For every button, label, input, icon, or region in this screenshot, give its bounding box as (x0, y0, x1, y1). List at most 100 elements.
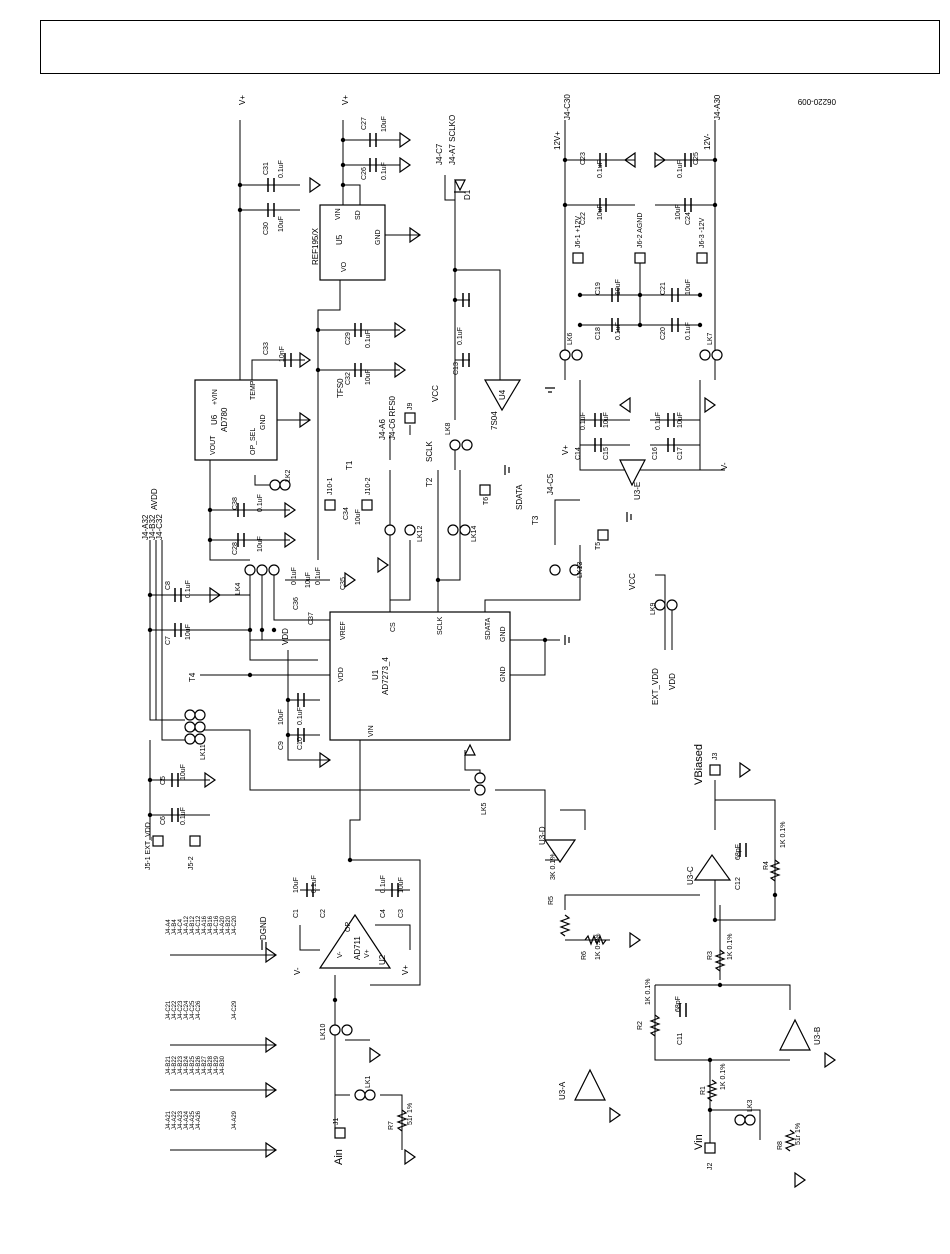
passive-ref: C8 (165, 581, 172, 590)
passive-ref: C38 (232, 497, 239, 510)
passive-ref: R8 (777, 1141, 784, 1150)
link-labels: LK1 LK2 LK3 LK4 LK5 LK6 LK7 LK8 LK9 LK10… (200, 332, 754, 1112)
connector-ref: J6-1 +12V (575, 216, 582, 248)
passive-ref: R7 (388, 1121, 395, 1130)
passive-value: 1K 0.1% (720, 1064, 727, 1090)
passive-ref: C21 (660, 282, 667, 295)
component-ref: D1 (463, 189, 472, 200)
edge-label: J4-A12 (184, 915, 190, 935)
net-label: J4-A7 SCLKO (448, 115, 457, 165)
pin-label: OP (345, 922, 352, 932)
edge-label: J4-B28 (208, 1055, 214, 1075)
passive-ref: C18 (595, 327, 602, 340)
passive-ref: C29 (345, 332, 352, 345)
edge-label: J4-A4 (166, 919, 172, 935)
pin-label: +VIN (212, 389, 219, 405)
passive-value: 0.1uF (580, 412, 587, 430)
passive-ref: C13 (453, 362, 460, 375)
net-label: TFS0 (336, 378, 345, 398)
net-label: J4-A30 (713, 94, 722, 120)
connector-ref: J5-2 (188, 856, 195, 870)
passive-value: 10uF (293, 877, 300, 893)
pin-label: SDATA (485, 617, 492, 640)
net-label: V+ (401, 965, 410, 975)
connector-ref: J10-2 (365, 477, 372, 495)
passive-value: 0.1uF (381, 162, 388, 180)
net-label: VBiased (693, 744, 705, 785)
passive-value: 10uF (597, 204, 604, 220)
passive-ref: R4 (763, 861, 770, 870)
edge-label: J4-B25 (190, 1055, 196, 1075)
net-label: J4-C32 (155, 514, 164, 540)
passive-ref: C6 (160, 816, 167, 825)
ad711-body (318, 913, 392, 969)
edge-label: J4-A26 (196, 1110, 202, 1130)
net-label: VDD (281, 628, 290, 645)
net-label: J4-A32 (141, 514, 150, 540)
net-label: V+ (341, 95, 350, 105)
passive-value: 1K 0.1% (780, 822, 787, 848)
passive-ref: C19 (595, 282, 602, 295)
net-label: AVDD (150, 488, 159, 510)
passive-value: 10nF (279, 346, 286, 362)
passive-ref: C31 (263, 162, 270, 175)
edge-label: J4-A23 (178, 1110, 184, 1130)
pin-label: GND (500, 626, 507, 642)
connector-pads (152, 252, 721, 1154)
component-part: REF195/X (311, 227, 320, 265)
link-ref: LK8 (445, 422, 452, 435)
connector-ref: J6-3 -12V (699, 217, 706, 248)
component-labels: U5 REF195/X U6 AD780 U1 AD7273_4 U2 AD71… (210, 189, 822, 1100)
component-ref: U3-D (538, 826, 547, 845)
passive-value: 10uF (278, 709, 285, 725)
passive-ref: C33 (263, 342, 270, 355)
net-label: EXT_VDD (651, 668, 660, 705)
passive-ref: C16 (652, 447, 659, 460)
edge-label: J4-B22 (172, 1055, 178, 1075)
edge-label: J4-B26 (196, 1055, 202, 1075)
ground-symbols (204, 131, 837, 1189)
passive-ref: C27 (361, 117, 368, 130)
edge-label: J4-B27 (202, 1055, 208, 1075)
passive-value: 1K 0.1% (727, 934, 734, 960)
link-ref: LK11 (200, 744, 207, 760)
link-jumpers (184, 349, 756, 1126)
net-label: T1 (345, 460, 354, 470)
passive-ref: C15 (603, 447, 610, 460)
pin-label: VO (341, 261, 348, 272)
capacitor-symbols (171, 133, 747, 1017)
link-ref: LK12 (417, 526, 424, 542)
component-ref: U5 (335, 234, 344, 245)
pin-label: V+ (364, 949, 371, 958)
edge-label: J4-A21 (166, 1110, 172, 1130)
net-label: VCC (628, 573, 637, 590)
connector-labels: J9 J10-1 J10-2 J6-1 +12V J6-2 AGND J6-3 … (145, 213, 719, 1170)
connector-ref: T5 (595, 542, 602, 550)
passive-ref: C30 (263, 222, 270, 235)
component-part: AD711 (353, 936, 362, 960)
net-label: 12V- (703, 133, 712, 150)
passive-value: 51r 1% (795, 1123, 802, 1145)
passive-value: 0.1uF (278, 160, 285, 178)
pin-label: CS (390, 622, 397, 632)
edge-label: J4-A25 (190, 1110, 196, 1130)
component-part: AD780 (220, 407, 229, 432)
edge-label: J4-C22 (172, 1000, 178, 1020)
connector-ref: J6-2 AGND (637, 213, 644, 248)
net-label: V- (720, 462, 729, 470)
passive-ref: C10 (297, 737, 304, 750)
pin-label: V- (337, 951, 344, 958)
pin-label: GND (375, 229, 382, 245)
passive-ref: C26 (361, 167, 368, 180)
passive-ref: C32 (345, 372, 352, 385)
pin-label: VDD (338, 667, 345, 682)
edge-label: J4-C29 (232, 1000, 238, 1020)
passive-value: 0.1uF (677, 160, 684, 178)
ic-bodies (194, 204, 811, 1101)
link-ref: LK14 (471, 526, 478, 542)
passive-value: 0.1uF (315, 567, 322, 585)
link-ref: LK6 (567, 332, 574, 345)
passive-ref: C14 (575, 447, 582, 460)
passive-value: 0.1uF (365, 330, 372, 348)
